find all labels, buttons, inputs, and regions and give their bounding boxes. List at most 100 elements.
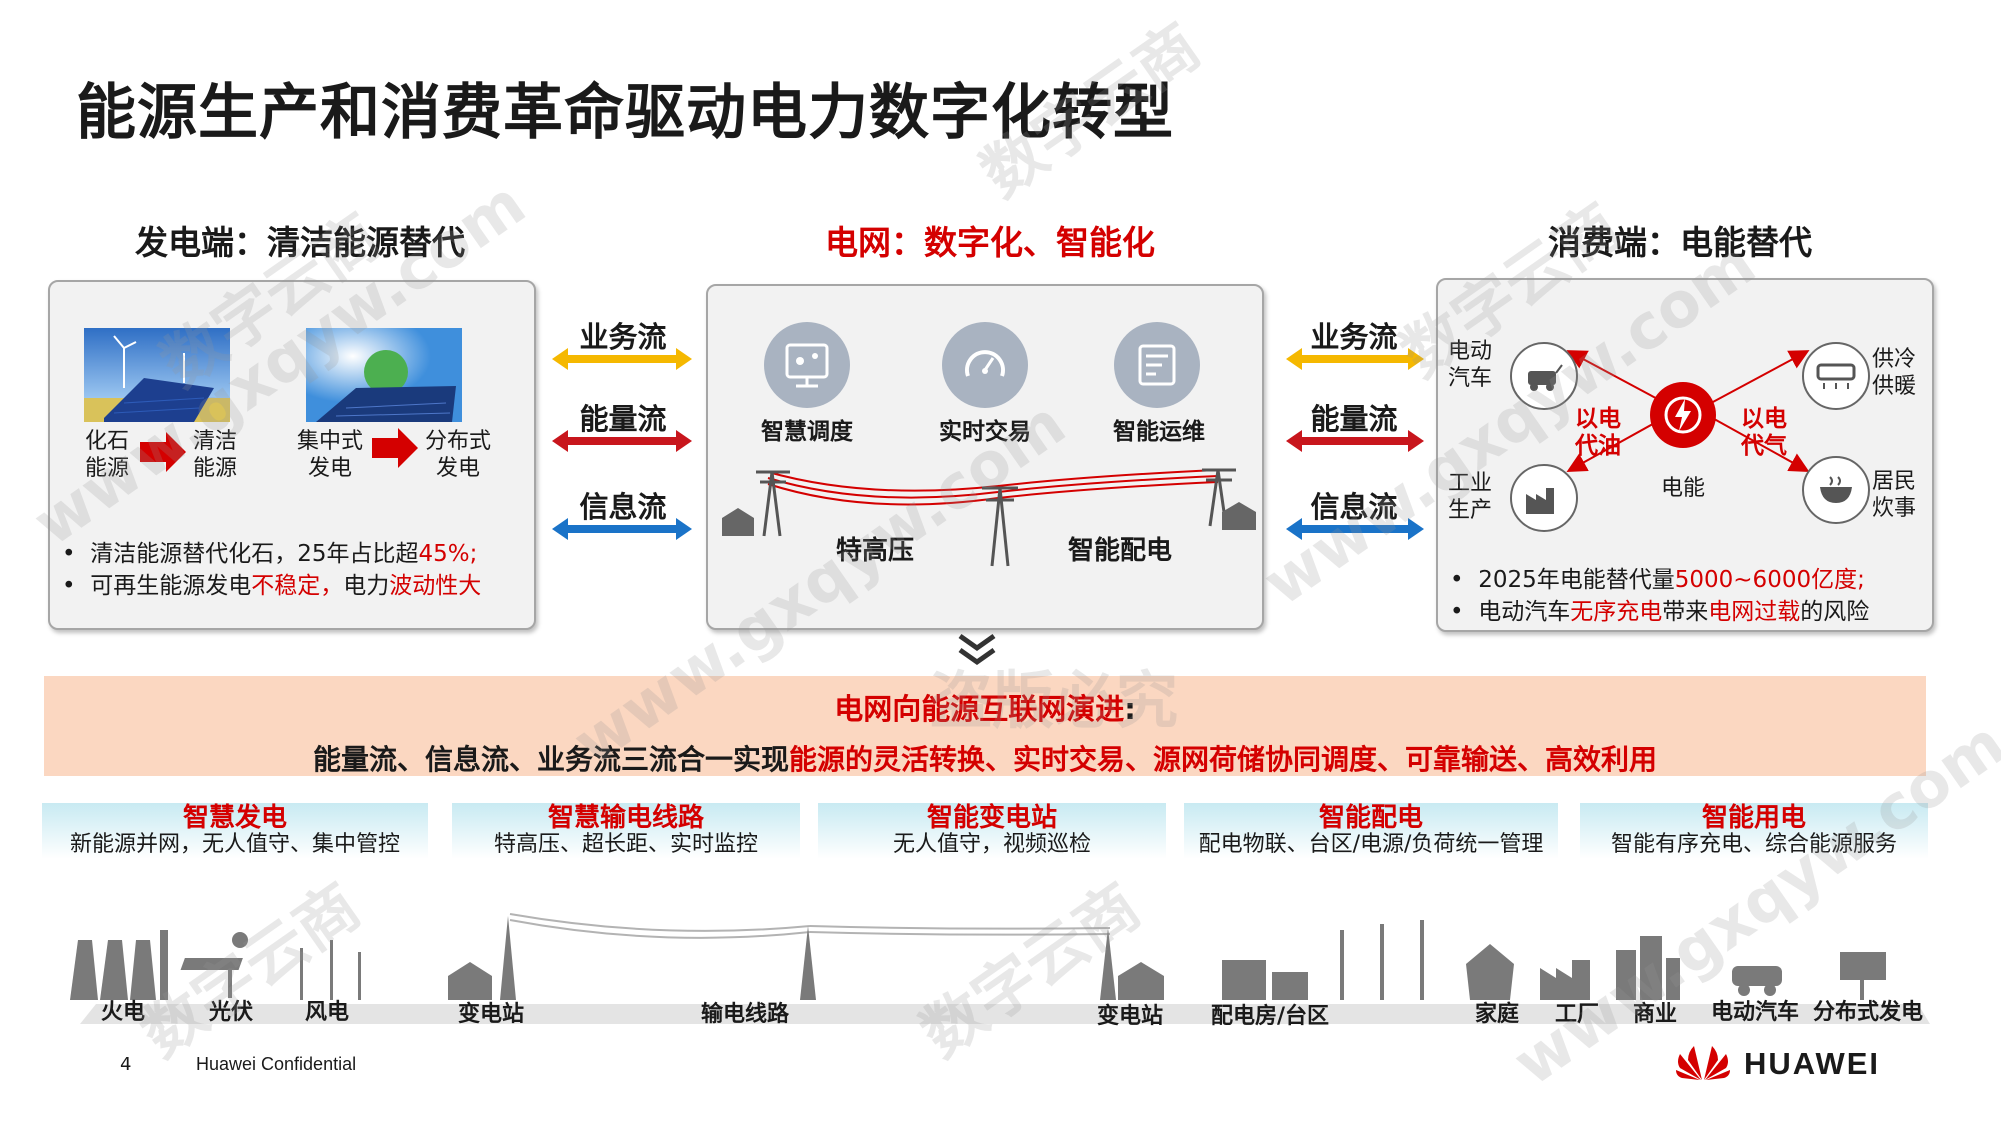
bottom-label-commercial: 商业 — [1632, 1002, 1677, 1027]
bullet-text: 带来 — [1662, 599, 1709, 625]
bullet-highlight: 5000~6000亿度; — [1674, 567, 1865, 593]
smart-dispatch-label: 智慧调度 — [761, 419, 853, 445]
card-smart-generation: 智慧发电 新能源并网，无人值守、集中管控 — [42, 803, 428, 859]
page-title: 能源生产和消费革命驱动电力数字化转型 — [76, 78, 1174, 148]
uhv-label: 特高压 — [836, 536, 915, 566]
banner-colon: : — [1124, 692, 1136, 726]
right-arrow-icon — [372, 428, 418, 468]
card-desc: 配电物联、台区/电源/负荷统一管理 — [1198, 832, 1544, 857]
chevron-down-icon — [958, 633, 996, 666]
consumption-panel: 电动 汽车 工业 生产 供冷 供暖 居民 炊事 电能 以电 代油 以电 代气 •… — [1436, 278, 1934, 632]
bottom-label-home: 家庭 — [1474, 1002, 1519, 1027]
card-smart-distribution: 智能配电 配电物联、台区/电源/负荷统一管理 — [1184, 803, 1558, 859]
cooking-label: 居民 炊事 — [1872, 469, 1917, 521]
bullet-highlight: 无序充电 — [1570, 599, 1663, 625]
page-number: 4 — [120, 1054, 132, 1075]
industry-label: 工业 生产 — [1448, 471, 1493, 523]
card-title: 智慧发电 — [182, 803, 287, 833]
card-desc: 智能有序充电、综合能源服务 — [1610, 832, 1897, 857]
transmission-line-illustration — [722, 468, 1256, 567]
business-flow-label-right: 业务流 — [1310, 320, 1398, 354]
clean-energy-label: 清洁 能源 — [192, 429, 237, 481]
center-heading: 电网：数字化、智能化 — [825, 223, 1155, 262]
bullet-text: 电动汽车 — [1478, 599, 1571, 625]
left-heading: 发电端：清洁能源替代 — [135, 223, 465, 262]
energy-flow-label-right: 能量流 — [1310, 402, 1398, 436]
air-conditioner-icon — [1802, 342, 1870, 410]
consumption-bullets: • 2025年电能替代量5000~6000亿度; • 电动汽车无序充电带来电网过… — [1450, 567, 1870, 625]
banner-title: 电网向能源互联网演进 — [834, 692, 1125, 726]
huawei-logo-icon — [1676, 1046, 1730, 1080]
right-heading: 消费端：电能替代 — [1548, 223, 1812, 262]
bottom-label-substation: 变电站 — [457, 1002, 524, 1027]
grid-panel: 智慧调度 实时交易 智能运维 特高压 智能配电 — [706, 284, 1264, 630]
bullet-highlight: 45%; — [418, 541, 478, 567]
card-title: 智能用电 — [1701, 803, 1806, 833]
realtime-trading-label: 实时交易 — [939, 419, 1031, 445]
card-smart-transmission: 智慧输电线路 特高压、超长距、实时监控 — [452, 803, 800, 859]
card-title: 智能变电站 — [926, 803, 1057, 833]
bottom-label-transmission: 输电线路 — [700, 1002, 789, 1027]
card-smart-substation: 智能变电站 无人值守，视频巡检 — [818, 803, 1166, 859]
bullet-text: 电力 — [343, 573, 390, 599]
evolution-banner: 电网向能源互联网演进: 能量流、信息流、业务流三流合一实现能源的灵活转换、实时交… — [44, 676, 1926, 776]
solar-globe-image — [306, 328, 462, 422]
energy-flow-arrow-right — [1286, 430, 1424, 452]
generation-panel: 化石 能源 清洁 能源 集中式 发电 分布式 发电 • 清洁能源替代化石，25年… — [48, 280, 536, 630]
bullet-highlight: 电网过载 — [1708, 599, 1801, 625]
solar-wind-image — [84, 328, 230, 422]
bottom-label-substation-2: 变电站 — [1096, 1004, 1163, 1029]
ev-label: 电动 汽车 — [1448, 339, 1493, 391]
bullet-text: 清洁能源替代化石，25年占比超 — [90, 541, 419, 567]
banner-statement: 能量流、信息流、业务流三流合一实现能源的灵活转换、实时交易、源网荷储协同调度、可… — [44, 728, 1926, 778]
ev-charging-icon — [1510, 342, 1578, 410]
centralized-label: 集中式 发电 — [296, 429, 363, 481]
energy-flow-label: 能量流 — [579, 402, 667, 436]
bottom-label-distributed: 分布式发电 — [1812, 1000, 1923, 1025]
card-smart-consumption: 智能用电 智能有序充电、综合能源服务 — [1580, 803, 1928, 859]
bullet-highlight: 波动性大 — [389, 573, 482, 599]
bullet-text: 2025年电能替代量 — [1478, 567, 1675, 593]
electric-energy-label: 电能 — [1660, 476, 1705, 501]
maintenance-icon — [1114, 322, 1200, 408]
bottom-label-wind: 风电 — [304, 1000, 349, 1025]
bullet-text: 可再生能源发电 — [90, 573, 252, 599]
bottom-label-thermal: 火电 — [100, 1000, 145, 1025]
dispatch-icon — [764, 322, 850, 408]
electric-energy-icon — [1650, 382, 1716, 448]
confidential-label: Huawei Confidential — [196, 1054, 357, 1074]
distributed-label: 分布式 发电 — [424, 429, 491, 481]
generation-bullets: • 清洁能源替代化石，25年占比超45%; • 可再生能源发电不稳定，电力波动性… — [62, 541, 482, 599]
banner-text: 能量流、信息流、业务流三流合一实现 — [312, 743, 789, 776]
heating-cooling-label: 供冷 供暖 — [1872, 347, 1917, 399]
card-desc: 特高压、超长距、实时监控 — [493, 832, 758, 857]
power-chain-illustration — [70, 913, 1930, 1024]
card-desc: 新能源并网，无人值守、集中管控 — [69, 832, 400, 857]
info-flow-label: 信息流 — [579, 490, 667, 524]
bottom-label-ev: 电动汽车 — [1710, 1000, 1799, 1025]
smart-distribution-label: 智能配电 — [1068, 536, 1173, 566]
electricity-for-oil-label: 以电 代油 — [1575, 406, 1621, 459]
bullet-highlight: 不稳定， — [251, 573, 344, 599]
banner-title-row: 电网向能源互联网演进: — [44, 676, 1926, 728]
card-title: 智慧输电线路 — [547, 803, 704, 833]
fossil-energy-label: 化石 能源 — [84, 429, 129, 481]
info-flow-label-right: 信息流 — [1310, 490, 1398, 524]
business-flow-label: 业务流 — [579, 320, 667, 354]
bottom-label-factory: 工厂 — [1554, 1002, 1599, 1027]
right-arrow-icon — [140, 432, 186, 472]
factory-icon — [1510, 464, 1578, 532]
banner-highlight: 能源的灵活转换、实时交易、源网荷储协同调度、可靠输送、高效利用 — [789, 743, 1658, 776]
smart-maintenance-label: 智能运维 — [1113, 419, 1205, 445]
info-flow-arrow — [552, 518, 692, 540]
electricity-for-gas-label: 以电 代气 — [1741, 406, 1787, 459]
business-flow-arrow — [552, 348, 692, 370]
huawei-brand: HUAWEI — [1744, 1046, 1880, 1081]
bottom-label-pv: 光伏 — [208, 1000, 253, 1025]
energy-flow-arrow — [552, 430, 692, 452]
bottom-label-distribution-room: 配电房/台区 — [1210, 1004, 1330, 1029]
card-title: 智能配电 — [1318, 803, 1423, 833]
card-desc: 无人值守，视频巡检 — [892, 832, 1091, 857]
gauge-icon — [942, 322, 1028, 408]
bullet-text: 的风险 — [1800, 599, 1870, 625]
